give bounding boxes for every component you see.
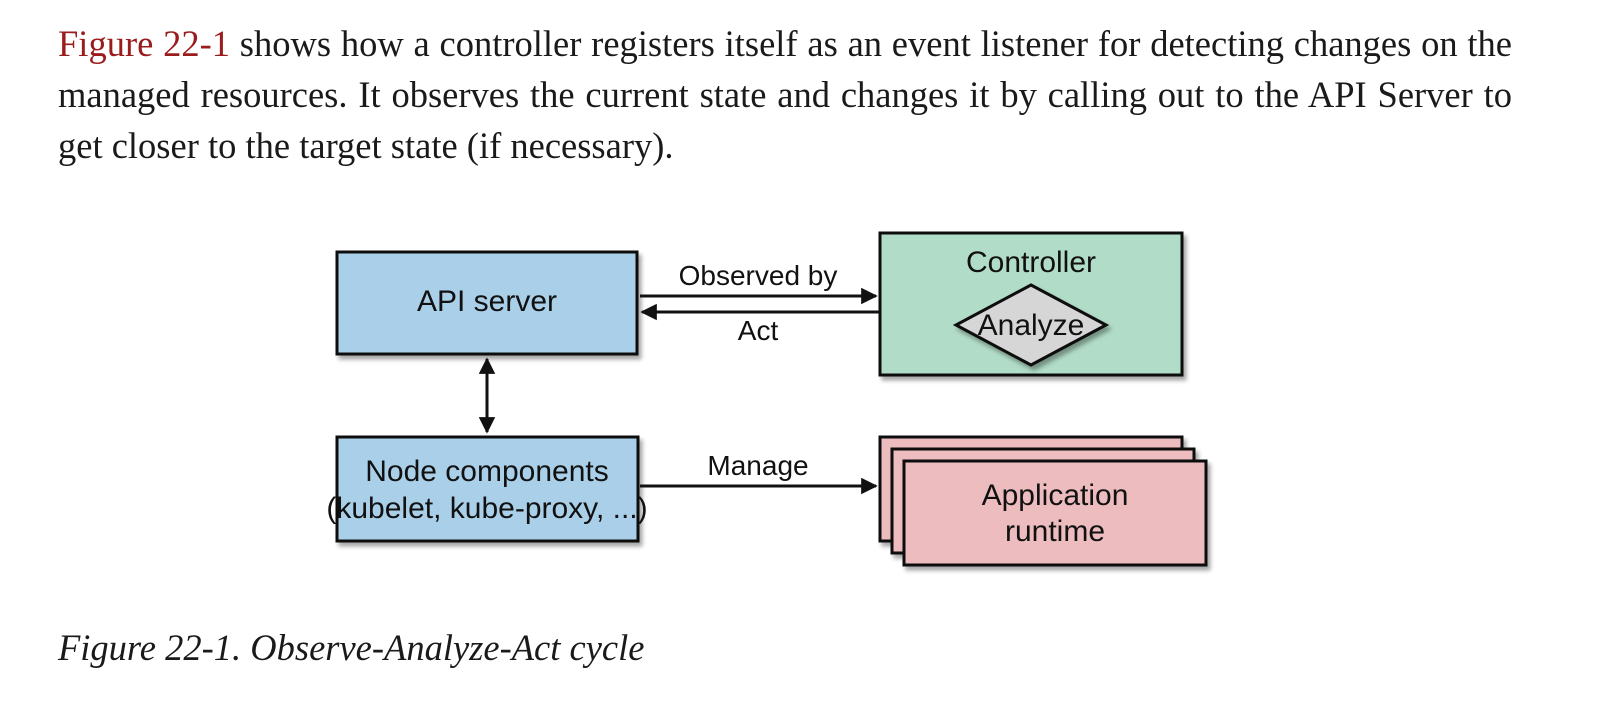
- application-runtime-label-line1: Application: [982, 479, 1129, 512]
- application-runtime-label-line2: runtime: [1005, 515, 1105, 548]
- manage-label: Manage: [707, 450, 808, 481]
- observed-by-label: Observed by: [679, 260, 838, 291]
- controller-box: Controller Analyze: [878, 231, 1184, 377]
- api-server-box: API server: [335, 250, 639, 356]
- paragraph-text: shows how a controller registers itself …: [58, 23, 1513, 166]
- analyze-label: Analyze: [978, 309, 1085, 342]
- node-components-box: Node components (kubelet, kube-proxy, ..…: [326, 435, 648, 543]
- figure-reference-link[interactable]: Figure 22-1: [58, 23, 230, 64]
- node-components-label-line1: Node components: [365, 455, 609, 488]
- runtime-rect-front: [902, 459, 1208, 567]
- api-server-rect: [335, 250, 639, 356]
- controller-label: Controller: [966, 246, 1096, 279]
- body-paragraph: Figure 22-1 shows how a controller regis…: [58, 18, 1512, 171]
- observe-act-edges: Observed by Act: [640, 260, 879, 346]
- api-server-label: API server: [417, 285, 557, 318]
- analyze-diamond: [952, 283, 1110, 367]
- act-label: Act: [738, 315, 779, 346]
- figure-caption: Figure 22-1. Observe-Analyze-Act cycle: [58, 627, 645, 668]
- node-components-rect: [335, 435, 640, 543]
- manage-edge: Manage: [640, 450, 878, 495]
- application-runtime-stack: Application runtime: [878, 435, 1208, 567]
- node-components-label-line2: (kubelet, kube-proxy, ...): [326, 492, 647, 525]
